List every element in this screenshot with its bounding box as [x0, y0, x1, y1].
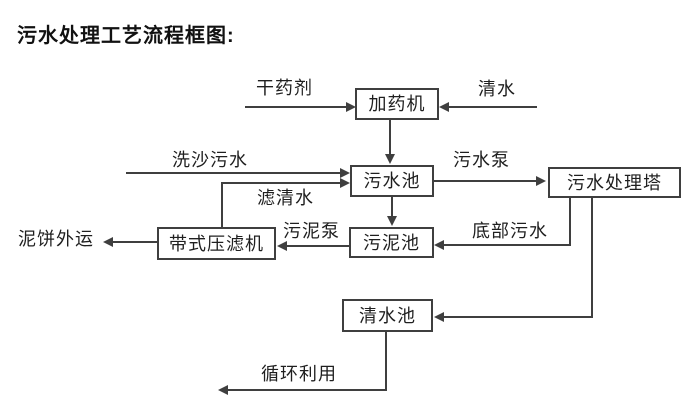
edge-clean-water-line — [449, 106, 537, 108]
page-title: 污水处理工艺流程框图: — [17, 25, 235, 47]
arrowhead-right-icon — [340, 168, 350, 178]
edge-sewage-pump-line — [434, 180, 536, 182]
node-dosing-machine-label: 加药机 — [368, 94, 426, 114]
edge-sewage-pump-label: 污水泵 — [453, 150, 510, 170]
edge-sludge-pump-label: 污泥泵 — [283, 221, 340, 241]
node-sewage-treatment-tower: 污水处理塔 — [548, 167, 681, 198]
arrowhead-left-icon — [218, 385, 228, 395]
edge-sludge-pump-line — [287, 245, 349, 247]
node-dosing-machine: 加药机 — [355, 88, 439, 120]
arrowhead-right-icon — [340, 178, 350, 188]
node-sludge-pool: 污泥池 — [349, 227, 434, 258]
edge-bottom-sewage-label: 底部污水 — [472, 221, 548, 241]
edge-clean-water-label: 清水 — [478, 79, 516, 99]
edge-recycling-hline — [228, 389, 387, 391]
edge-sand-washing-line — [126, 172, 340, 174]
edge-dry-chemical-label: 干药剂 — [256, 78, 313, 98]
edge-dry-chemical-line — [245, 106, 346, 108]
edge-mud-cake-label: 泥饼外运 — [18, 229, 94, 249]
edge-mud-cake-line — [113, 241, 157, 243]
edge-bottom-sewage-hline — [444, 244, 571, 246]
edge-recycling-vline — [385, 332, 387, 391]
edge-tower-to-clean-hline — [444, 316, 593, 318]
edge-sand-washing-label: 洗沙污水 — [172, 150, 248, 170]
node-sewage-pool-label: 污水池 — [363, 171, 421, 191]
edge-dosing-to-sewage-line — [389, 120, 391, 155]
arrowhead-left-icon — [103, 237, 113, 247]
arrowhead-left-icon — [434, 312, 444, 322]
edge-sewage-to-sludge-line — [391, 197, 393, 216]
edge-bottom-sewage-vline — [569, 198, 571, 246]
node-sewage-treatment-tower-label: 污水处理塔 — [567, 172, 662, 193]
node-clean-water-pool: 清水池 — [342, 299, 433, 332]
edge-recycling-label: 循环利用 — [261, 364, 337, 384]
node-sludge-pool-label: 污泥池 — [363, 232, 420, 253]
arrowhead-right-icon — [536, 176, 546, 186]
edge-filtered-water-label: 滤清水 — [257, 188, 314, 208]
node-belt-filter-press: 带式压滤机 — [157, 227, 276, 260]
node-clean-water-pool-label: 清水池 — [359, 305, 416, 326]
arrowhead-down-icon — [385, 154, 395, 164]
edge-filtered-water-hline — [221, 182, 340, 184]
arrowhead-left-icon — [439, 102, 449, 112]
node-belt-filter-press-label: 带式压滤机 — [169, 233, 264, 254]
node-sewage-pool: 污水池 — [350, 165, 434, 197]
arrowhead-left-icon — [277, 241, 287, 251]
edge-filtered-water-vline — [221, 182, 223, 227]
arrowhead-left-icon — [434, 240, 444, 250]
arrowhead-right-icon — [346, 102, 356, 112]
arrowhead-down-icon — [387, 216, 397, 226]
edge-tower-to-clean-vline — [591, 198, 593, 318]
